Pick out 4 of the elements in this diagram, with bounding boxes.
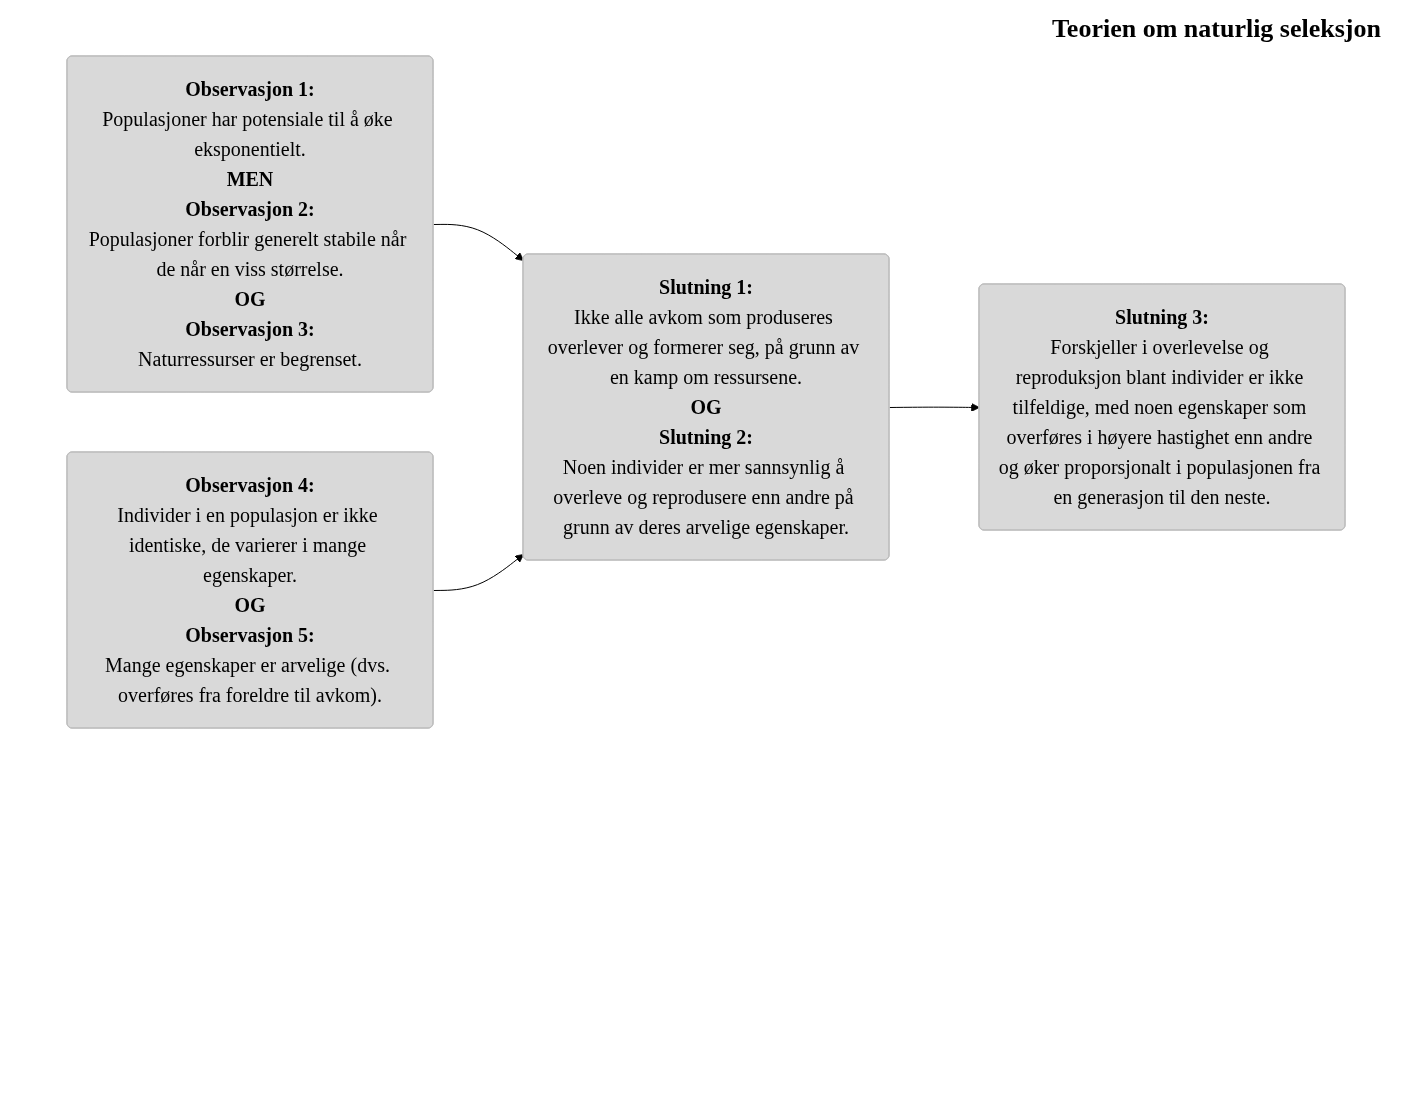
arrow	[432, 223, 524, 261]
arrow	[432, 554, 524, 591]
arrow	[888, 403, 980, 412]
diagram-title: Teorien om naturlig seleksjon	[1050, 13, 1382, 45]
